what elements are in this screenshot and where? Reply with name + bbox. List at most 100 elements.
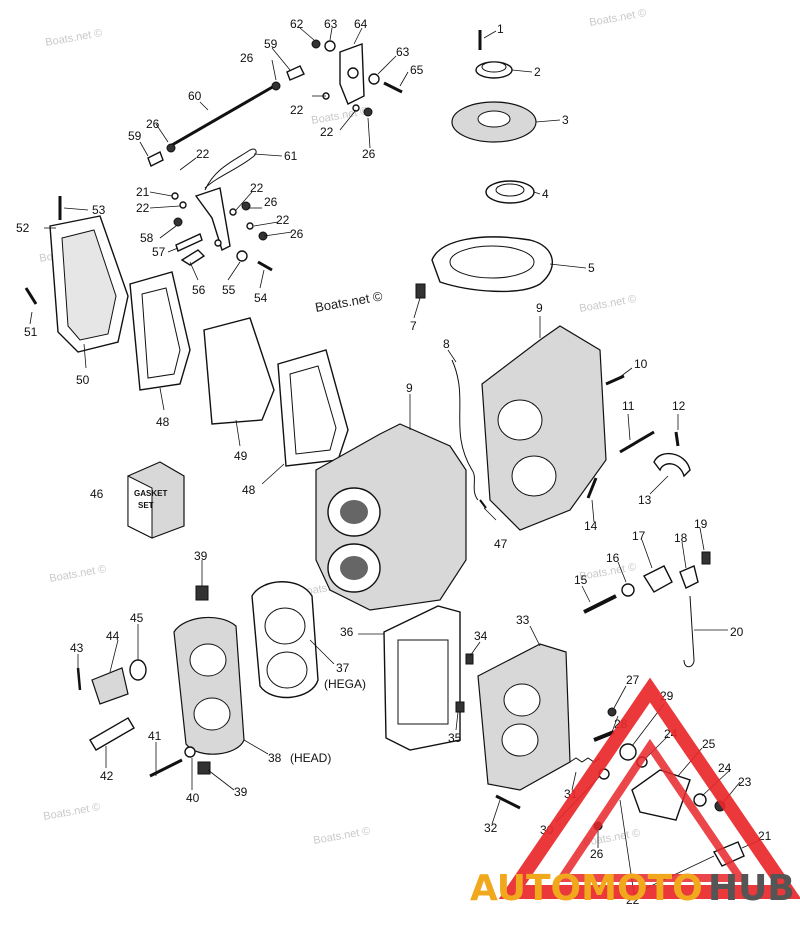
- rod-part-60: [171, 83, 277, 147]
- watermark-center: Boats.net ©: [314, 288, 384, 315]
- link-part-59: [286, 65, 305, 81]
- lower-housing-parts: [383, 499, 745, 867]
- washer-part-40: [184, 746, 196, 758]
- label-3: 3: [562, 113, 569, 127]
- plug-part-35: [455, 701, 465, 713]
- nut-26: [363, 107, 373, 117]
- exhaust-cover-part-33: [477, 643, 571, 791]
- crankcase-bore: [511, 455, 557, 497]
- screw-part-10: [605, 374, 625, 386]
- logo-triangle: [498, 677, 800, 899]
- gasket-box-text: SET: [138, 501, 154, 510]
- screw-part-51: [24, 287, 38, 305]
- nut-26: [241, 201, 251, 211]
- label-18: 18: [674, 531, 688, 545]
- label-43: 43: [70, 641, 84, 655]
- cover-port: [501, 723, 539, 757]
- label-42: 42: [100, 769, 114, 783]
- screw-part-19: [701, 551, 711, 565]
- stem-part-28: [593, 730, 615, 742]
- label-26: 26: [590, 847, 604, 861]
- label-19: 19: [694, 517, 708, 531]
- label-46: 46: [90, 487, 104, 501]
- label-58: 58: [140, 231, 154, 245]
- pin-part-47: [479, 499, 487, 509]
- plug-part-27: [607, 707, 617, 717]
- label-44: 44: [106, 629, 120, 643]
- label-39: 39: [234, 785, 248, 799]
- label-33: 33: [516, 613, 530, 627]
- label-38: 38: [268, 751, 282, 765]
- washer-22: [179, 201, 187, 209]
- cover-inner: [61, 229, 117, 341]
- label-8: 8: [443, 337, 450, 351]
- link-part-57: [175, 233, 203, 252]
- spring-part-61: [204, 148, 257, 191]
- gasket-part-45: [129, 659, 147, 681]
- screw-part-7: [415, 283, 426, 299]
- label-63: 63: [396, 45, 410, 59]
- label-16: 16: [606, 551, 620, 565]
- label-11: 11: [622, 399, 635, 413]
- label-35: 35: [448, 731, 462, 745]
- crankcase-bore: [497, 399, 543, 441]
- label-52: 52: [16, 221, 30, 235]
- nut-26: [166, 143, 176, 153]
- label-49: 49: [234, 449, 248, 463]
- label-65: 65: [410, 63, 424, 77]
- bolt-part-11: [619, 430, 655, 454]
- cylinder-head-part-38: [173, 616, 245, 755]
- lever-arm: [194, 187, 231, 251]
- gasket-opening: [397, 639, 449, 725]
- label-21: 21: [136, 185, 150, 199]
- label-5: 5: [588, 261, 595, 275]
- logo-text-hub: HUB: [708, 868, 795, 909]
- nut-26: [271, 81, 281, 91]
- label-45: 45: [130, 611, 144, 625]
- right-side-parts: [583, 374, 711, 668]
- gasket-opening: [141, 287, 181, 379]
- label-13: 13: [638, 493, 652, 507]
- label-4: 4: [542, 187, 549, 201]
- bushing-part-16: [621, 583, 635, 597]
- fitting-part-21: [712, 841, 745, 867]
- label-64: 64: [354, 17, 368, 31]
- line-part-8: [451, 359, 479, 501]
- head-chamber: [189, 643, 227, 677]
- gasket-hole: [495, 183, 525, 197]
- label-34: 34: [474, 629, 488, 643]
- nut-26: [258, 231, 268, 241]
- plug-part-39: [197, 761, 211, 775]
- label-24: 24: [718, 761, 732, 775]
- label-48: 48: [156, 415, 170, 429]
- label-47: 47: [494, 537, 508, 551]
- gasket-box-text: GASKET: [134, 489, 167, 498]
- watermark: Boats.net ©: [312, 825, 371, 847]
- gasket-set-box-face: [127, 475, 153, 539]
- label-22: 22: [320, 125, 334, 139]
- label-48: 48: [242, 483, 256, 497]
- label-22: 22: [196, 147, 210, 161]
- washer-63: [368, 73, 380, 85]
- label-23: 23: [738, 775, 752, 789]
- label-59: 59: [128, 129, 142, 143]
- screw-part-12: [674, 431, 680, 447]
- label-55: 55: [222, 283, 236, 297]
- cylinder-bore-inner: [340, 556, 368, 580]
- label-15: 15: [574, 573, 588, 587]
- label-41: 41: [148, 729, 162, 743]
- watermark: Boats.net ©: [44, 27, 103, 49]
- logo-triangle-inner: [554, 738, 748, 882]
- washer-22: [214, 239, 222, 247]
- label-17: 17: [632, 529, 646, 543]
- label-22: 22: [136, 201, 150, 215]
- bracket-part-17: [642, 565, 673, 593]
- label-32: 32: [484, 821, 498, 835]
- label-38-note: (HEAD): [290, 751, 331, 765]
- label-54: 54: [254, 291, 268, 305]
- throttle-linkage-parts: [147, 39, 403, 272]
- gasket-bore: [264, 607, 306, 645]
- link-part-56: [180, 249, 206, 266]
- spark-plug-part-42: [89, 717, 135, 751]
